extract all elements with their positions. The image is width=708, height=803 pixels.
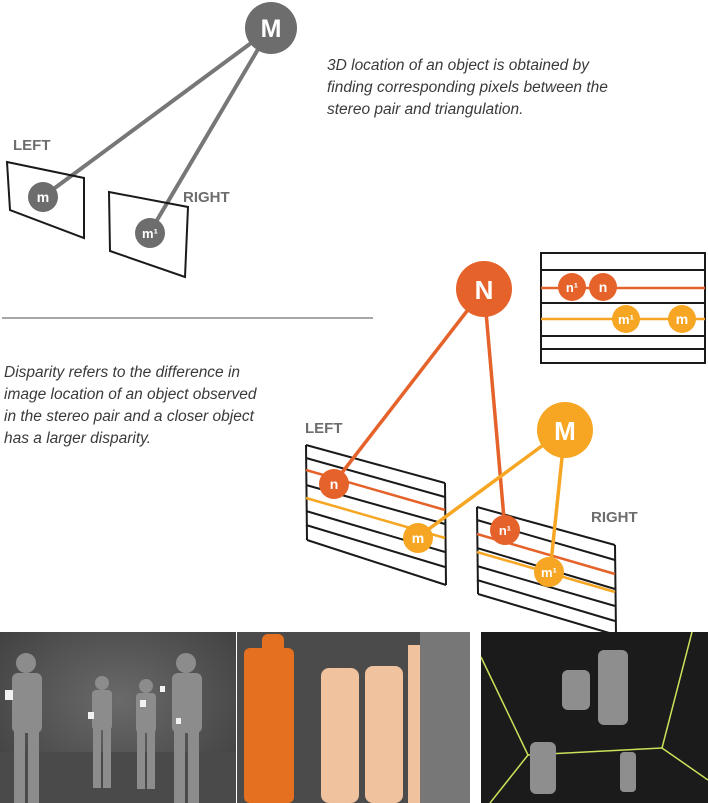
inset-m-node bbox=[668, 305, 696, 333]
right-n1-label: n¹ bbox=[499, 523, 511, 538]
right-image-plane bbox=[107, 190, 190, 279]
right-camera-label: RIGHT bbox=[183, 189, 230, 206]
disparity-inset: n¹ n m¹ m bbox=[540, 252, 706, 364]
inset-m1-label: m¹ bbox=[618, 312, 634, 327]
left-scanline bbox=[306, 539, 447, 586]
point-M-node bbox=[245, 2, 297, 54]
right-m1-node bbox=[534, 557, 564, 587]
point-cloud-panel bbox=[480, 631, 708, 803]
left-plane-left-edge bbox=[305, 444, 308, 541]
left-camera-label-bottom: LEFT bbox=[305, 420, 343, 437]
thermal-image-panel bbox=[0, 632, 236, 803]
point-m-node bbox=[28, 182, 58, 212]
right-scanline bbox=[476, 579, 616, 622]
left-plane-right-edge bbox=[444, 482, 447, 586]
ray-left-n-to-N bbox=[332, 287, 486, 485]
disparity-map-panel bbox=[237, 632, 470, 803]
left-camera-label: LEFT bbox=[13, 137, 51, 154]
top-caption-line: 3D location of an object is obtained by bbox=[327, 57, 589, 74]
point-M-far-node bbox=[537, 402, 593, 458]
right-scanline bbox=[477, 593, 617, 636]
left-n-label: n bbox=[330, 476, 339, 492]
point-M-label: M bbox=[261, 15, 282, 43]
right-plane-right-edge bbox=[614, 544, 617, 636]
point-m1-label: m¹ bbox=[142, 226, 158, 241]
point-N-label: N bbox=[475, 275, 494, 305]
point-M-far-label: M bbox=[554, 416, 576, 446]
ray-right-n-to-N bbox=[482, 288, 507, 531]
left-scanline bbox=[305, 524, 446, 568]
right-m1-label: m¹ bbox=[541, 565, 557, 580]
point-m-label: m bbox=[37, 189, 49, 205]
top-caption-line: finding corresponding pixels between the bbox=[327, 79, 608, 96]
bottom-disparity-diagram: N M n m n¹ m¹ LEFT RIGHT bbox=[305, 261, 638, 636]
inset-n-label: n bbox=[599, 279, 608, 295]
inset-n-node bbox=[589, 273, 617, 301]
left-scan-plane bbox=[305, 444, 447, 586]
bottom-caption-line: Disparity refers to the difference in bbox=[4, 364, 241, 381]
bottom-caption-line: image location of an object observed bbox=[4, 386, 257, 403]
top-triangulation-diagram: M m m¹ LEFT RIGHT bbox=[5, 2, 297, 279]
inset-n1-node bbox=[558, 273, 586, 301]
bottom-caption: Disparity refers to the difference in im… bbox=[4, 362, 256, 450]
top-caption: 3D location of an object is obtained by … bbox=[327, 55, 608, 121]
left-scanline bbox=[305, 444, 446, 484]
right-scanline bbox=[476, 506, 616, 546]
ray-right-to-M bbox=[148, 27, 272, 234]
inset-n1-label: n¹ bbox=[566, 280, 578, 295]
inset-m-label: m bbox=[676, 311, 688, 327]
ray-left-m-to-M bbox=[416, 427, 567, 539]
left-scanline bbox=[305, 457, 446, 498]
right-n1-node bbox=[490, 515, 520, 545]
point-N-node bbox=[456, 261, 512, 317]
ray-left-to-M bbox=[42, 27, 272, 198]
inset-m1-node bbox=[612, 305, 640, 333]
left-image-plane bbox=[5, 160, 85, 240]
right-camera-label-bottom: RIGHT bbox=[591, 509, 638, 526]
left-m-label: m bbox=[412, 530, 424, 546]
point-m1-node bbox=[135, 218, 165, 248]
bottom-caption-line: in the stereo pair and a closer object bbox=[4, 408, 254, 425]
bottom-caption-line: has a larger disparity. bbox=[4, 430, 152, 447]
top-caption-line: stereo pair and triangulation. bbox=[327, 101, 524, 118]
left-n-node bbox=[319, 469, 349, 499]
left-m-node bbox=[403, 523, 433, 553]
